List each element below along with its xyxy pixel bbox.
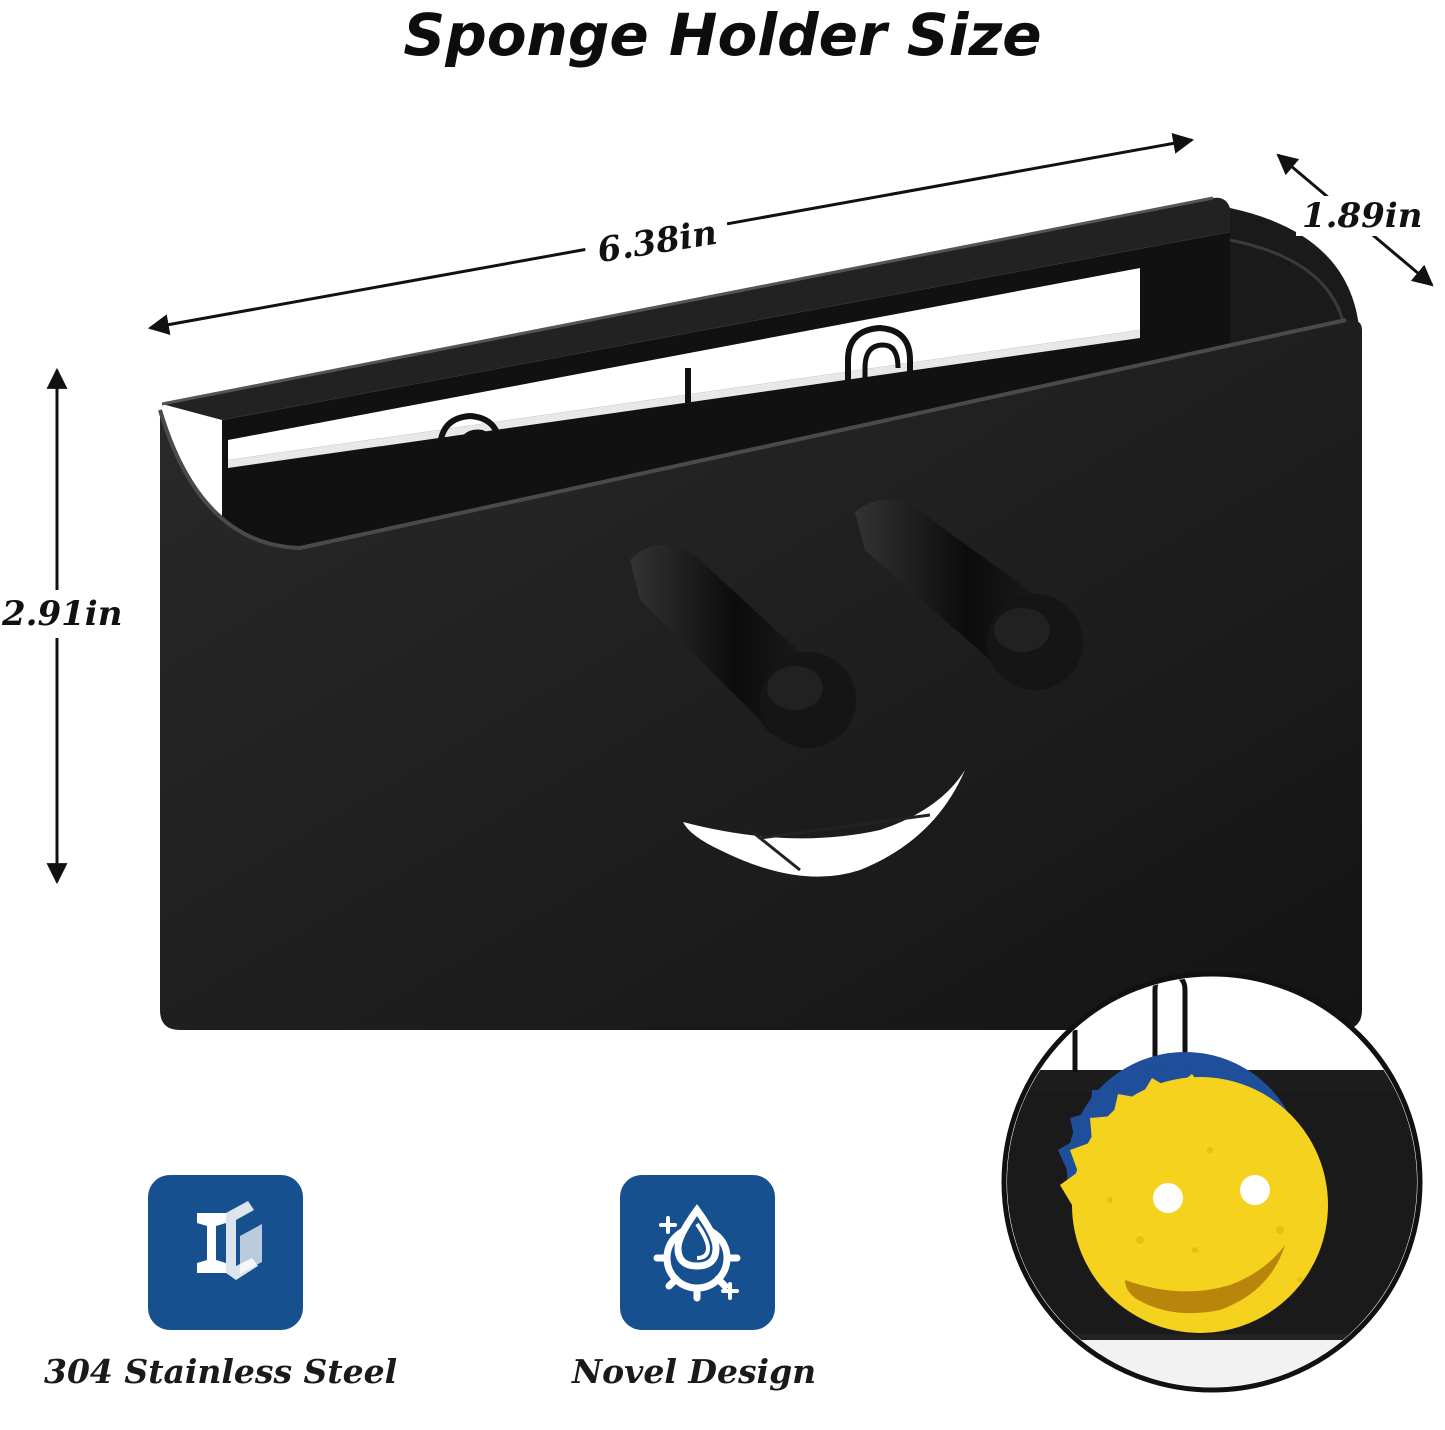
feature-label-design: Novel Design bbox=[572, 1352, 817, 1391]
sponge-holder-box bbox=[158, 196, 1362, 1030]
steel-beam-icon bbox=[197, 1201, 262, 1280]
feature-label-steel: 304 Stainless Steel bbox=[44, 1352, 398, 1391]
sponge-detail-circle bbox=[1001, 971, 1423, 1393]
depth-dimension-label: 1.89in bbox=[1296, 196, 1429, 236]
page-title: Sponge Holder Size bbox=[403, 1, 1042, 69]
height-dimension-label: 2.91in bbox=[2, 590, 123, 638]
water-drop-gear-icon bbox=[653, 1204, 741, 1302]
feature-card-steel bbox=[148, 1175, 303, 1330]
